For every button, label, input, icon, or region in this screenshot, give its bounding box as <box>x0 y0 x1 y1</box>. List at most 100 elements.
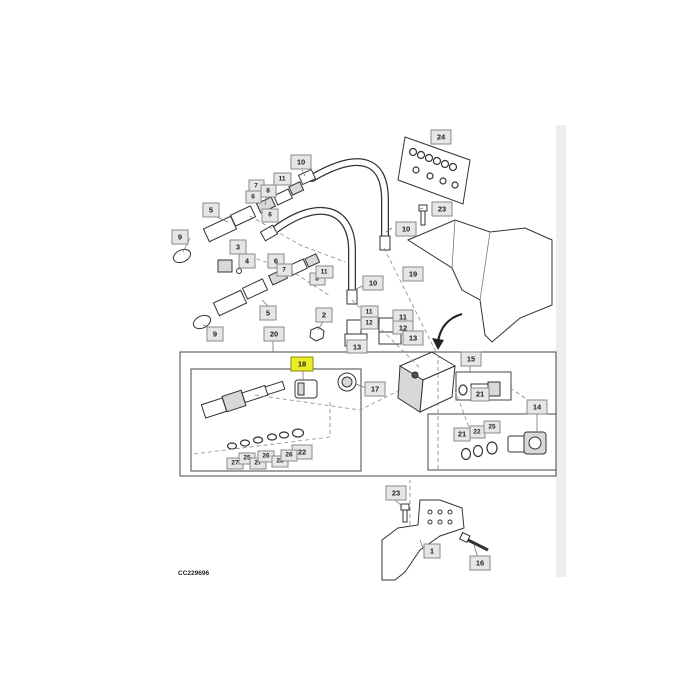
svg-text:7: 7 <box>254 183 258 190</box>
callout-label: 6 <box>261 208 279 223</box>
callout-label-highlighted: 18 <box>290 356 314 372</box>
callout-label: 10 <box>290 154 312 170</box>
seal-kit <box>397 136 471 205</box>
svg-text:21: 21 <box>458 430 466 439</box>
callout-label: 21 <box>470 387 490 402</box>
dust-cap-lower <box>192 314 212 330</box>
svg-text:10: 10 <box>369 279 377 288</box>
shield-cover <box>406 219 553 343</box>
svg-text:5: 5 <box>209 206 213 215</box>
svg-text:27: 27 <box>254 460 262 467</box>
svg-text:18: 18 <box>298 360 306 369</box>
page-edge-strip <box>556 125 566 577</box>
svg-text:11: 11 <box>399 313 407 322</box>
svg-text:11: 11 <box>279 176 286 183</box>
svg-text:5: 5 <box>266 309 270 318</box>
svg-text:26: 26 <box>262 453 270 460</box>
svg-text:13: 13 <box>353 343 361 352</box>
svg-text:9: 9 <box>178 233 182 242</box>
callout-label: 23 <box>385 485 407 501</box>
callout-label: 1 <box>423 543 441 559</box>
callout-label: 5 <box>259 305 277 321</box>
svg-text:9: 9 <box>213 330 217 339</box>
callout-label: 13 <box>402 330 424 346</box>
callout-label: 17 <box>364 381 386 397</box>
callout-label: 13 <box>346 339 368 354</box>
svg-text:21: 21 <box>476 390 484 399</box>
hose-fitting <box>346 289 358 305</box>
callout-label: 11 <box>273 172 292 186</box>
callout-label: 9 <box>171 229 189 245</box>
hose-fitting <box>259 224 279 242</box>
svg-text:12: 12 <box>399 324 407 333</box>
callout-label: 9 <box>206 326 224 342</box>
nut-detail <box>337 372 357 392</box>
svg-text:23: 23 <box>438 205 446 214</box>
svg-text:19: 19 <box>409 270 417 279</box>
callout-label: 24 <box>430 129 452 145</box>
hose-lower <box>268 206 356 296</box>
callout-label: 11 <box>315 265 334 279</box>
svg-text:3: 3 <box>236 243 240 252</box>
svg-text:23: 23 <box>392 489 400 498</box>
svg-text:28: 28 <box>276 458 284 465</box>
svg-text:8: 8 <box>315 276 319 283</box>
callout-label: 3 <box>229 239 247 255</box>
callout-label: 16 <box>469 555 491 571</box>
callout-label: 7 <box>276 263 293 277</box>
svg-text:25: 25 <box>488 424 496 431</box>
callout-label: 26 <box>280 449 298 462</box>
bolt-23-lower <box>400 503 410 523</box>
hose-fitting <box>379 235 391 251</box>
callout-label: 19 <box>402 266 424 282</box>
callout-label: 23 <box>431 201 453 217</box>
callout-label: 20 <box>263 326 285 342</box>
bolt-16 <box>459 531 489 552</box>
callout-label: 5 <box>202 202 220 218</box>
coupler-group-upper <box>202 181 305 243</box>
svg-text:8: 8 <box>266 188 270 195</box>
hose-fitting <box>297 168 317 186</box>
dust-cap-upper <box>172 248 192 264</box>
svg-text:11: 11 <box>366 309 373 316</box>
relief-valve-14 <box>460 431 547 461</box>
svg-text:2: 2 <box>322 311 326 320</box>
hose-upper <box>308 158 389 244</box>
svg-text:6: 6 <box>268 212 272 219</box>
callout-label: 10 <box>362 275 384 291</box>
arrow-indicator <box>432 312 463 350</box>
detail-frame-14 <box>427 413 557 471</box>
callout-label: 22 <box>469 425 486 439</box>
callout-label: 25 <box>483 420 501 434</box>
svg-text:10: 10 <box>297 158 305 167</box>
nut-2 <box>309 326 325 342</box>
callout-label: 2 <box>315 307 333 323</box>
callout-label: 11 <box>360 305 379 319</box>
svg-text:7: 7 <box>282 267 286 274</box>
solenoid-coil <box>294 379 318 399</box>
valve-block <box>397 351 457 413</box>
cartridge-valve <box>200 380 286 419</box>
svg-text:16: 16 <box>476 559 484 568</box>
svg-text:27: 27 <box>231 460 239 467</box>
callout-label: 12 <box>360 316 379 330</box>
callout-label: 8 <box>260 184 277 198</box>
svg-text:26: 26 <box>285 452 293 459</box>
svg-text:11: 11 <box>321 269 328 276</box>
detail-frame-inner <box>190 368 362 472</box>
callout-label: 14 <box>526 399 548 415</box>
svg-text:6: 6 <box>274 257 278 266</box>
svg-text:13: 13 <box>409 334 417 343</box>
svg-text:24: 24 <box>437 133 446 142</box>
svg-text:1: 1 <box>430 547 434 556</box>
callout-label: 15 <box>460 351 482 367</box>
diagram-reference-code: CC229696 <box>178 570 209 577</box>
svg-text:6: 6 <box>251 194 255 201</box>
callout-label: 21 <box>453 427 471 442</box>
mounting-bracket <box>381 499 465 581</box>
svg-text:22: 22 <box>473 429 481 436</box>
svg-text:22: 22 <box>298 448 306 457</box>
callout-label: 10 <box>395 221 417 237</box>
svg-text:14: 14 <box>533 403 542 412</box>
